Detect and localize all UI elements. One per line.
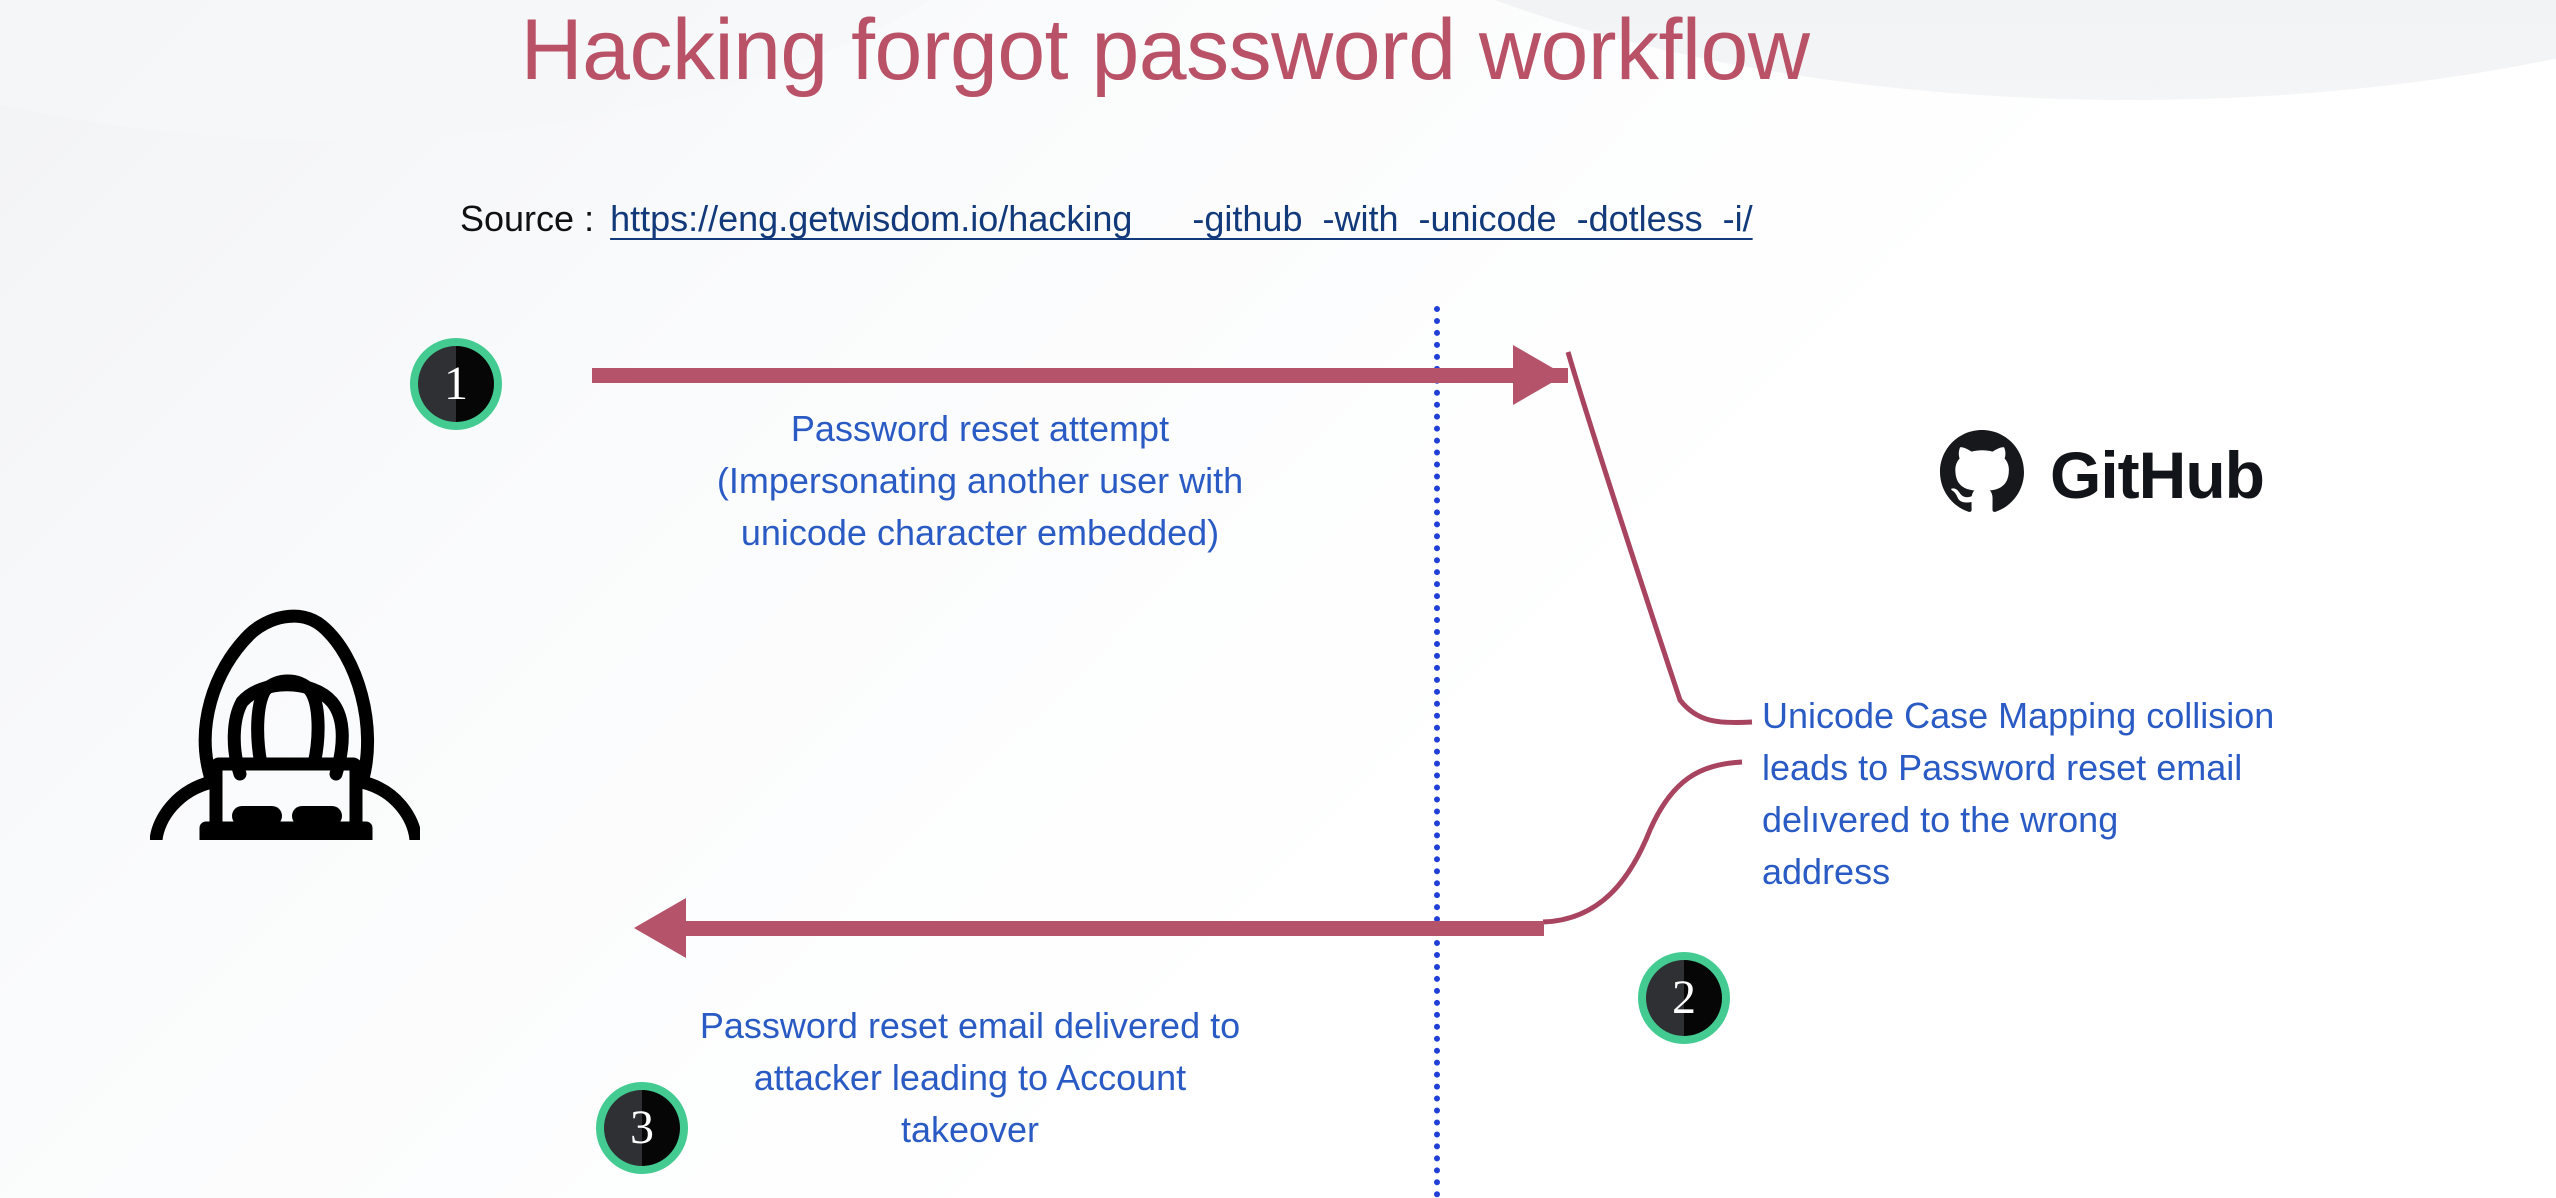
step-badge-2-inner: 2: [1646, 960, 1722, 1036]
step-badge-1-number: 1: [444, 357, 468, 410]
step-badge-3: 3: [596, 1082, 688, 1174]
github-octocat-icon: [1940, 430, 2024, 519]
attacker-figure: [149, 578, 423, 875]
step-3-callout: Password reset email delivered to attack…: [620, 1000, 1320, 1156]
boundary-divider: [1434, 306, 1440, 1198]
step-1-line-1: Password reset attempt: [790, 408, 1170, 449]
step-badge-2-number: 2: [1672, 971, 1696, 1024]
step-badge-1: 1: [410, 338, 502, 430]
leader-line-upper: [1565, 351, 1753, 726]
step-1-callout: Password reset attempt (Impersonating an…: [660, 403, 1300, 559]
request-arrow-head: [1513, 345, 1565, 405]
step-3-line-2: attacker leading to Account: [753, 1057, 1187, 1098]
github-wordmark: GitHub: [2050, 437, 2265, 512]
leader-line-lower: [1542, 759, 1743, 925]
response-arrow-head: [634, 898, 686, 958]
source-url-link[interactable]: https://eng.getwisdom.io/hacking -github…: [610, 198, 1753, 239]
hacker-hoodie-laptop-icon: [149, 609, 423, 875]
step-2-callout: Unicode Case Mapping collision leads to …: [1762, 690, 2522, 898]
step-3-line-1: Password reset email delivered to: [699, 1005, 1241, 1046]
step-badge-1-inner: 1: [418, 346, 494, 422]
step-2-line-4: address: [1762, 851, 1891, 892]
step-2-line-3: delıvered to the wrong: [1762, 799, 2119, 840]
step-badge-3-number: 3: [630, 1101, 654, 1154]
step-badge-3-inner: 3: [604, 1090, 680, 1166]
step-1-line-3: unicode character embedded): [740, 512, 1220, 553]
step-1-line-2: (Impersonating another user with: [716, 460, 1244, 501]
step-3-line-3: takeover: [900, 1109, 1040, 1150]
step-badge-2: 2: [1638, 952, 1730, 1044]
step-2-line-2: leads to Password reset email: [1762, 747, 2243, 788]
source-label: Source :: [460, 198, 595, 239]
response-arrow-shaft: [686, 921, 1544, 936]
request-arrow-shaft: [592, 368, 1568, 383]
step-2-line-1: Unicode Case Mapping collision: [1762, 695, 2275, 736]
page-title: Hacking forgot password workflow: [520, 2, 1810, 98]
source-line: Source : https://eng.getwisdom.io/hackin…: [460, 196, 1753, 242]
github-lockup: GitHub: [1940, 430, 2265, 519]
